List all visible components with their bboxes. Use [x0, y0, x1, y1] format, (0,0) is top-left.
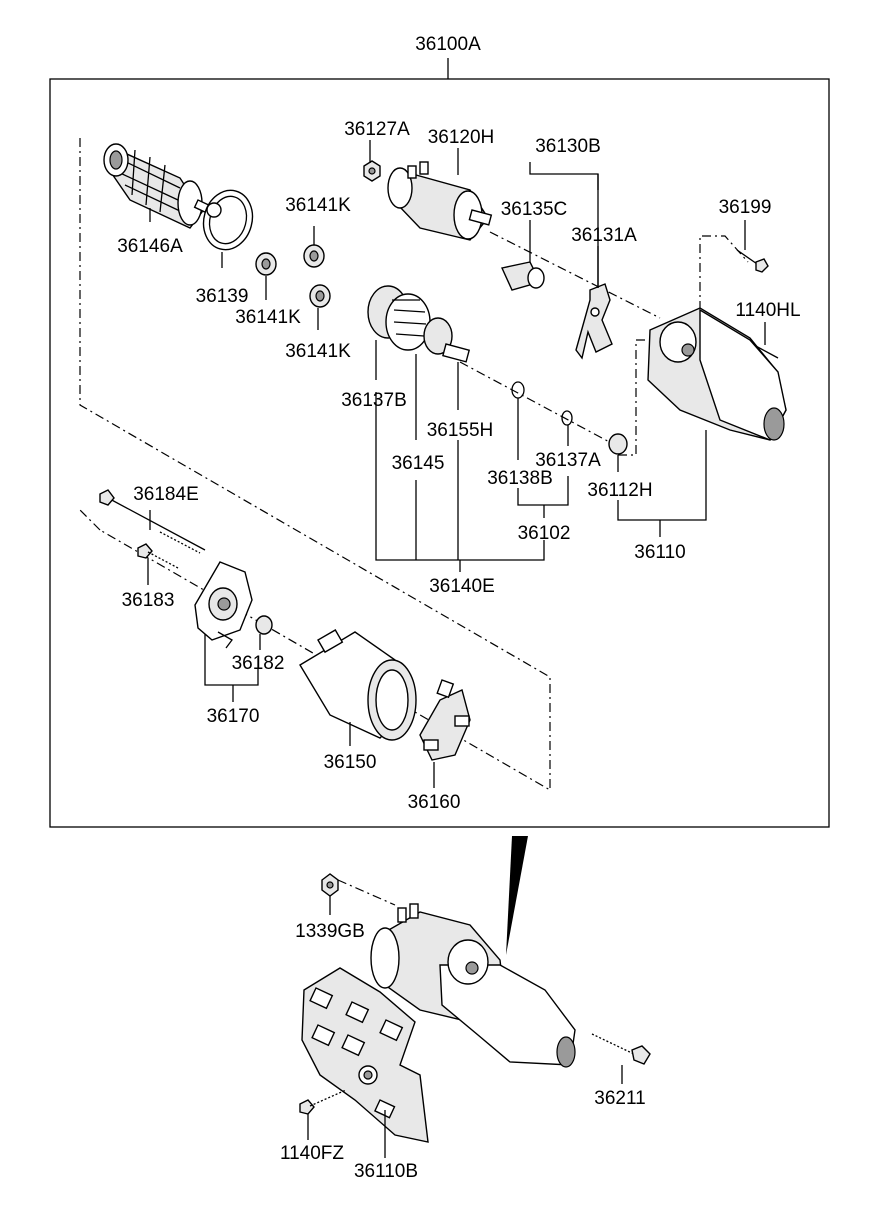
- label-36141K-top[interactable]: 36141K: [285, 195, 351, 216]
- label-36131A[interactable]: 36131A: [571, 225, 637, 246]
- end-frame-part[interactable]: [194, 561, 253, 649]
- starter-assembly-part[interactable]: [370, 903, 576, 1068]
- label-36211[interactable]: 36211: [594, 1088, 645, 1109]
- label-36139[interactable]: 36139: [196, 286, 249, 307]
- label-36199[interactable]: 36199: [719, 197, 772, 218]
- label-36100A[interactable]: 36100A: [415, 34, 481, 55]
- leader-lines: [147, 140, 766, 1158]
- label-36140E[interactable]: 36140E: [429, 576, 495, 597]
- bush-part[interactable]: [608, 433, 628, 455]
- label-36127A[interactable]: 36127A: [344, 119, 410, 140]
- assembly-frame: [49, 78, 830, 828]
- armature-part[interactable]: [103, 143, 216, 229]
- label-1140HL[interactable]: 1140HL: [735, 300, 800, 321]
- planetary-gear-part[interactable]: [255, 244, 331, 308]
- label-1339GB[interactable]: 1339GB: [295, 921, 365, 942]
- shield-bolt-part[interactable]: [299, 1089, 347, 1115]
- part-labels: 36127A 36120H 36130B 36135C 36131A 36199…: [117, 119, 800, 1182]
- shift-lever-part[interactable]: [575, 283, 613, 360]
- label-36138B[interactable]: 36138B: [487, 468, 553, 489]
- end-frame-screw-part[interactable]: [137, 543, 179, 569]
- solenoid-part[interactable]: [387, 161, 493, 241]
- label-1140FZ[interactable]: 1140FZ: [280, 1143, 344, 1164]
- label-36135C[interactable]: 36135C: [501, 199, 568, 220]
- label-36120H[interactable]: 36120H: [428, 127, 495, 148]
- screw-part[interactable]: [736, 249, 769, 273]
- housing-part[interactable]: [647, 307, 787, 441]
- overrunning-clutch-part[interactable]: [367, 285, 471, 363]
- label-36160[interactable]: 36160: [408, 792, 461, 813]
- label-36170[interactable]: 36170: [207, 706, 260, 727]
- label-36146A[interactable]: 36146A: [117, 236, 183, 257]
- label-36137B[interactable]: 36137B: [341, 390, 407, 411]
- assembly-arrow-icon: [506, 836, 528, 955]
- snap-ring-part[interactable]: [561, 410, 573, 426]
- label-36110[interactable]: 36110: [634, 542, 685, 563]
- label-36130B[interactable]: 36130B: [535, 136, 601, 157]
- label-36155H[interactable]: 36155H: [427, 420, 494, 441]
- plate-ring-part[interactable]: [197, 185, 259, 255]
- label-36184E[interactable]: 36184E: [133, 484, 199, 505]
- label-36145[interactable]: 36145: [392, 453, 445, 474]
- mounting-bolt-part[interactable]: [591, 1033, 651, 1065]
- end-bush-part[interactable]: [255, 615, 273, 635]
- label-36183[interactable]: 36183: [122, 590, 175, 611]
- heat-shield-part[interactable]: [301, 967, 429, 1143]
- label-36112H[interactable]: 36112H: [587, 480, 652, 501]
- label-36141K-bottom[interactable]: 36141K: [285, 341, 351, 362]
- nut-part[interactable]: [363, 160, 381, 182]
- label-36102[interactable]: 36102: [518, 523, 571, 544]
- stop-ring-part[interactable]: [511, 381, 525, 399]
- through-bolt-part[interactable]: [99, 489, 206, 554]
- brush-holder-part[interactable]: [419, 679, 471, 761]
- plunger-part[interactable]: [501, 261, 545, 291]
- label-36182[interactable]: 36182: [232, 653, 285, 674]
- flange-nut-part[interactable]: [321, 873, 339, 897]
- label-36150[interactable]: 36150: [324, 752, 377, 773]
- label-36110B[interactable]: 36110B: [354, 1161, 418, 1182]
- yoke-part[interactable]: [299, 629, 417, 741]
- label-36137A[interactable]: 36137A: [535, 450, 601, 471]
- label-36141K-mid[interactable]: 36141K: [235, 307, 301, 328]
